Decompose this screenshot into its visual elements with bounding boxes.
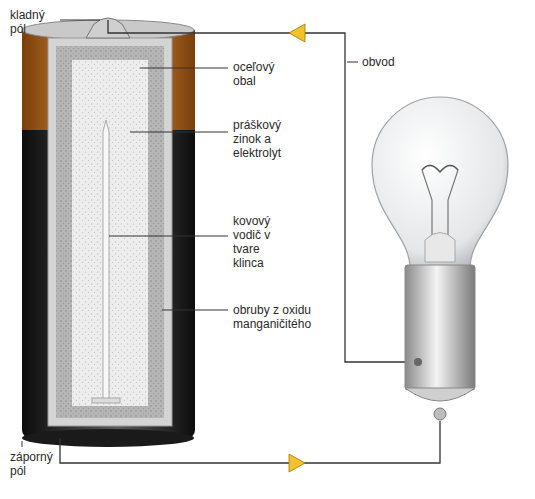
part-label: záporný pól xyxy=(10,450,68,478)
part-label: oceľový obal xyxy=(233,60,295,88)
part-label: kovový vodič v tvare klinca xyxy=(233,214,293,271)
part-label: obruby z oxidu manganičitého xyxy=(233,303,323,331)
part-label: kladný pól xyxy=(10,8,58,36)
part-label: práškový zinok a elektrolyt xyxy=(233,118,305,160)
part-label: obvod xyxy=(362,55,422,69)
